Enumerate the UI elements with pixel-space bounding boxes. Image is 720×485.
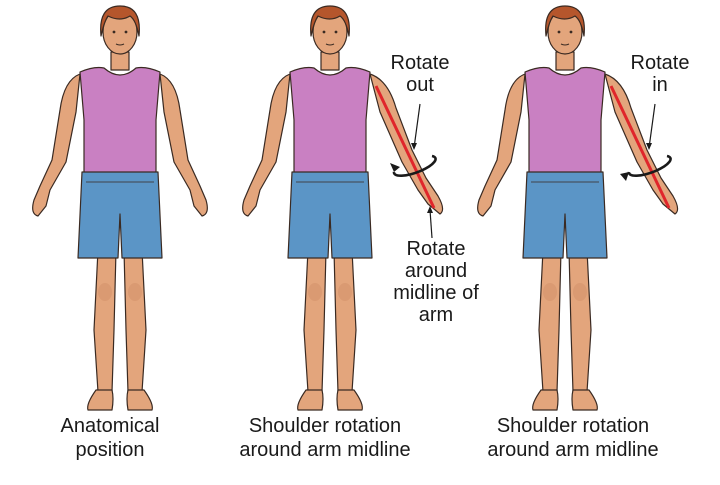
label-pointer-head — [411, 143, 417, 150]
tank-top — [79, 66, 161, 177]
eye-left — [557, 30, 561, 34]
hair — [545, 5, 585, 37]
left-arm — [159, 73, 208, 217]
right-foot — [126, 389, 153, 411]
eye-right — [569, 30, 573, 34]
shorts — [77, 171, 163, 259]
rotation-arrow — [392, 154, 437, 178]
right-arm — [32, 73, 81, 217]
tank-top — [289, 66, 371, 177]
midline-pointer-head — [427, 206, 433, 213]
label-rotate-in: Rotate in — [630, 52, 690, 96]
right-knee — [338, 283, 352, 301]
right-leg — [568, 249, 592, 393]
caption-anatomical: Anatomical position — [60, 415, 160, 461]
right-foot — [571, 389, 598, 411]
right-arm — [477, 73, 526, 217]
midline-pointer — [429, 209, 433, 239]
rotation-arrowhead — [620, 172, 629, 181]
right-knee — [128, 283, 142, 301]
mouth — [115, 43, 125, 46]
neck — [555, 51, 575, 71]
label-pointer — [648, 103, 656, 149]
rotation-arrow — [627, 154, 672, 178]
neck — [110, 51, 130, 71]
right-foot — [336, 389, 363, 411]
label-rotate-out: Rotate out — [390, 52, 450, 96]
mouth — [325, 43, 335, 46]
right-arm — [242, 73, 291, 217]
right-leg — [123, 249, 147, 393]
hair — [100, 5, 140, 37]
label-pointer-head — [646, 143, 652, 150]
rotation-arrowhead — [390, 163, 400, 172]
eye-right — [334, 30, 338, 34]
left-leg — [538, 249, 562, 393]
figure-anatomical — [32, 5, 208, 411]
left-knee — [98, 283, 112, 301]
eye-right — [124, 30, 128, 34]
mouth — [560, 43, 570, 46]
figure-rotate-out — [242, 5, 444, 411]
arm-midline — [609, 85, 671, 209]
left-foot — [532, 389, 559, 411]
hair — [310, 5, 350, 37]
left-knee — [543, 283, 557, 301]
eye-left — [112, 30, 116, 34]
caption-rotate-in: Shoulder rotation around arm midline — [487, 415, 659, 461]
shorts — [522, 171, 608, 259]
left-foot — [87, 389, 114, 411]
label-pointer — [413, 103, 421, 149]
label-midline: Rotate around midline of arm — [393, 238, 479, 326]
neck — [320, 51, 340, 71]
right-knee — [573, 283, 587, 301]
right-leg — [333, 249, 357, 393]
tank-top — [524, 66, 606, 177]
arm-midline — [374, 85, 436, 209]
figure-rotate-in — [477, 5, 679, 411]
left-knee — [308, 283, 322, 301]
left-foot — [297, 389, 324, 411]
caption-rotate-out: Shoulder rotation around arm midline — [239, 415, 411, 461]
left-leg — [93, 249, 117, 393]
eye-left — [322, 30, 326, 34]
left-leg — [303, 249, 327, 393]
shorts — [287, 171, 373, 259]
